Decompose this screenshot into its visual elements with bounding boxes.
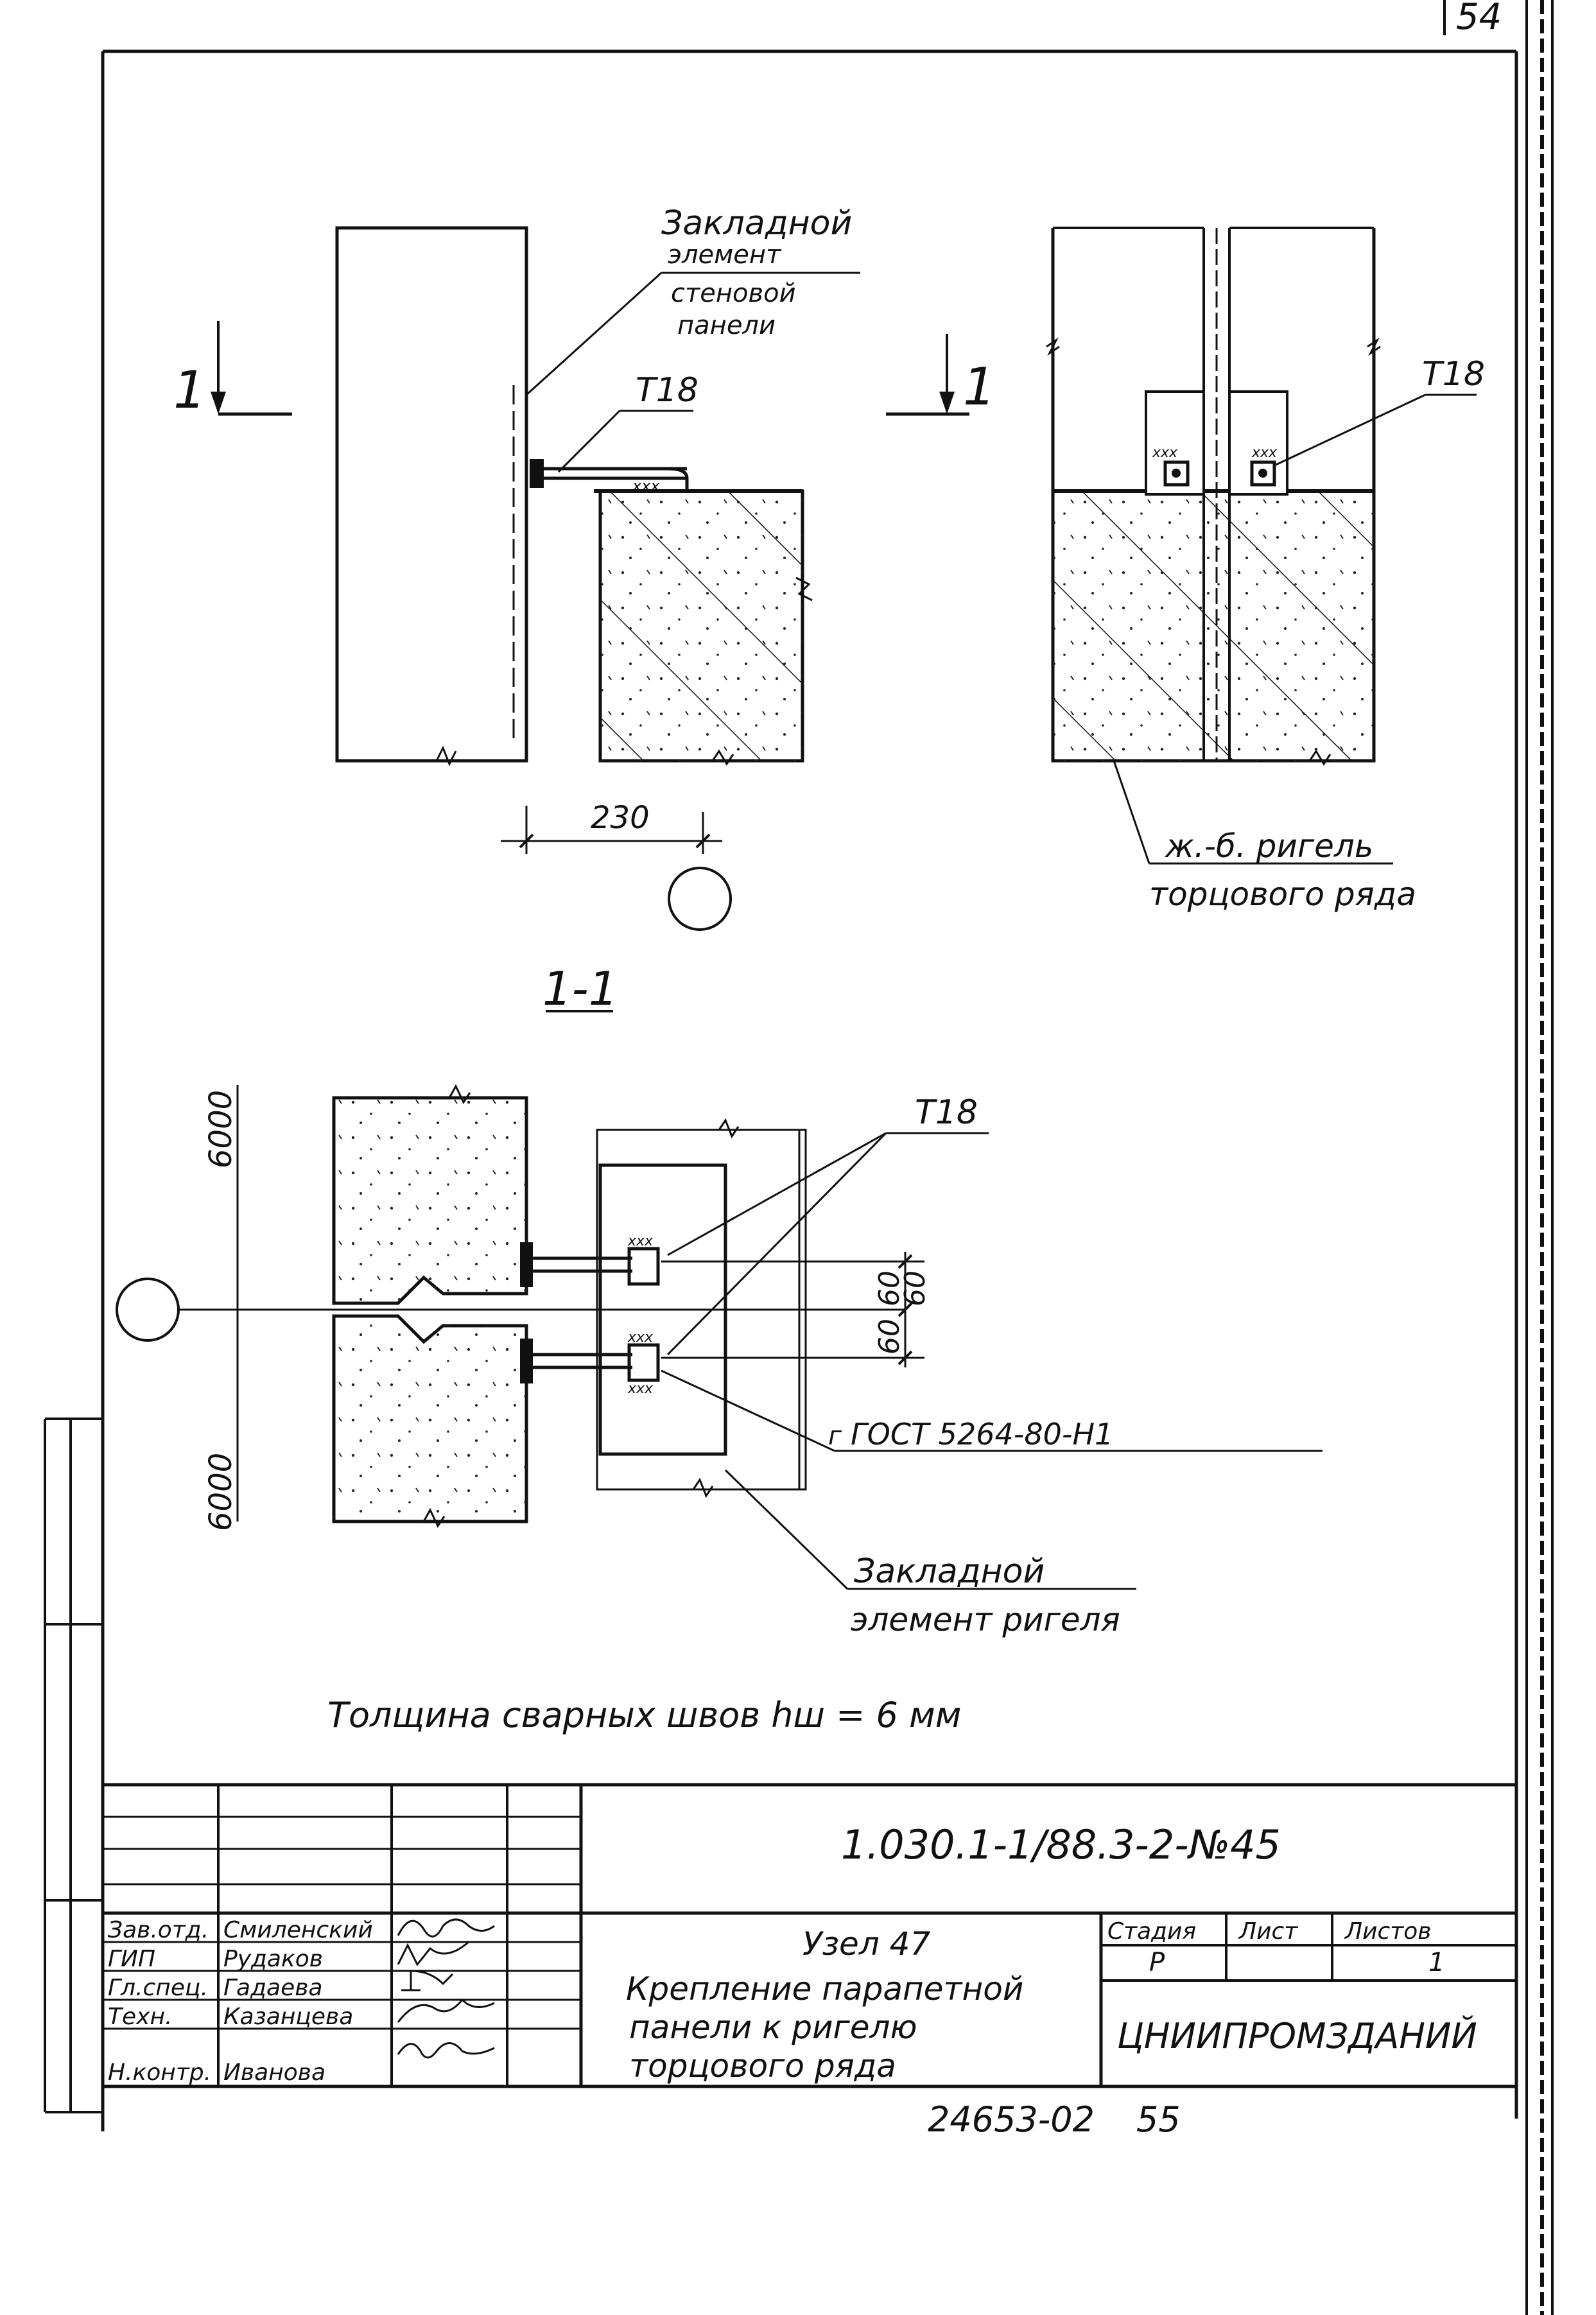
right-section-mark: 1 [963, 357, 996, 417]
title-line-2: Крепление парапетной [626, 1970, 1023, 2007]
staff-role-2: Гл.спец. [108, 1975, 208, 2001]
left-embedded-label-2: элемент [668, 240, 782, 270]
staff-name-2: Гадаева [223, 1975, 323, 2001]
dim-6000-bottom: 6000 [203, 1453, 239, 1531]
page-number: 54 [1456, 0, 1502, 38]
svg-text:xxx: xxx [1152, 445, 1178, 461]
svg-text:xxx: xxx [632, 477, 660, 495]
sheet-frame [44, 0, 1554, 2315]
left-weld-label: T18 [636, 371, 698, 410]
section-embedded-label-2: элемент ригеля [851, 1601, 1120, 1638]
right-view: xxx xxx [886, 227, 1477, 865]
staff-name-0: Смиленский [223, 1917, 373, 1943]
document-code: 1.030.1-1/88.3-2-№45 [841, 1821, 1281, 1868]
title-block [103, 1783, 1516, 2088]
section-1-1: xxx xxx xxx [116, 1010, 1323, 1590]
signature-1 [397, 1918, 495, 1938]
right-weld-label: T18 [1422, 355, 1485, 394]
staff-role-3: Техн. [108, 2004, 172, 2030]
signature-4 [397, 1998, 495, 2023]
stage-value: Р [1149, 1948, 1165, 1977]
bottom-stamp-number: 55 [1136, 2099, 1181, 2140]
right-beam-label-2: торцового ряда [1149, 876, 1416, 913]
left-section-mark: 1 [173, 360, 206, 420]
svg-text:xxx: xxx [627, 1233, 654, 1249]
section-embedded-label-1: Закладной [854, 1552, 1045, 1591]
staff-name-3: Казанцева [223, 2004, 353, 2030]
sheet-header: Лист [1238, 1918, 1298, 1945]
stage-header: Стадия [1107, 1918, 1196, 1945]
dim-60-b: 60 [899, 1270, 932, 1306]
welding-note: Толщина сварных швов hш = 6 мм [327, 1695, 961, 1735]
right-beam-label-1: ж.-б. ригель [1165, 828, 1373, 865]
left-embedded-label-1: Закладной [661, 204, 852, 243]
staff-role-4: Н.контр. [108, 2059, 211, 2086]
svg-text:xxx: xxx [1251, 445, 1278, 461]
signature-2 [397, 1941, 469, 1966]
svg-text:xxx: xxx [627, 1381, 654, 1397]
sheets-header: Листов [1344, 1918, 1431, 1945]
left-view: xxx [211, 226, 860, 931]
dim-60-c: 60 [873, 1319, 906, 1355]
gost-label: ГОСТ 5264-80-Н1 [851, 1417, 1113, 1452]
staff-role-0: Зав.отд. [108, 1917, 209, 1943]
left-embedded-label-4: панели [677, 311, 776, 340]
title-line-4: торцового ряда [629, 2047, 896, 2085]
left-embedded-label-3: стеновой [671, 279, 796, 308]
node-title: Узел 47 [802, 1925, 930, 1963]
dimension-230: 230 [591, 800, 650, 836]
staff-name-1: Рудаков [223, 1946, 323, 1972]
organization: ЦНИИПРОМЗДАНИЙ [1117, 2016, 1477, 2056]
dim-60-a: 60 [873, 1270, 906, 1306]
dim-6000-top: 6000 [203, 1090, 239, 1168]
gost-prefix: г [828, 1421, 842, 1451]
staff-name-4: Иванова [223, 2059, 325, 2086]
section-weld-label: T18 [915, 1093, 978, 1132]
bottom-stamp: 24653-02 [928, 2099, 1095, 2140]
svg-text:xxx: xxx [627, 1330, 654, 1346]
sheets-value: 1 [1428, 1948, 1444, 1977]
section-title: 1-1 [542, 962, 618, 1016]
signature-5 [397, 2042, 495, 2059]
signature-3 [401, 1970, 454, 1991]
title-line-3: панели к ригелю [629, 2009, 917, 2046]
staff-role-1: ГИП [108, 1946, 155, 1972]
